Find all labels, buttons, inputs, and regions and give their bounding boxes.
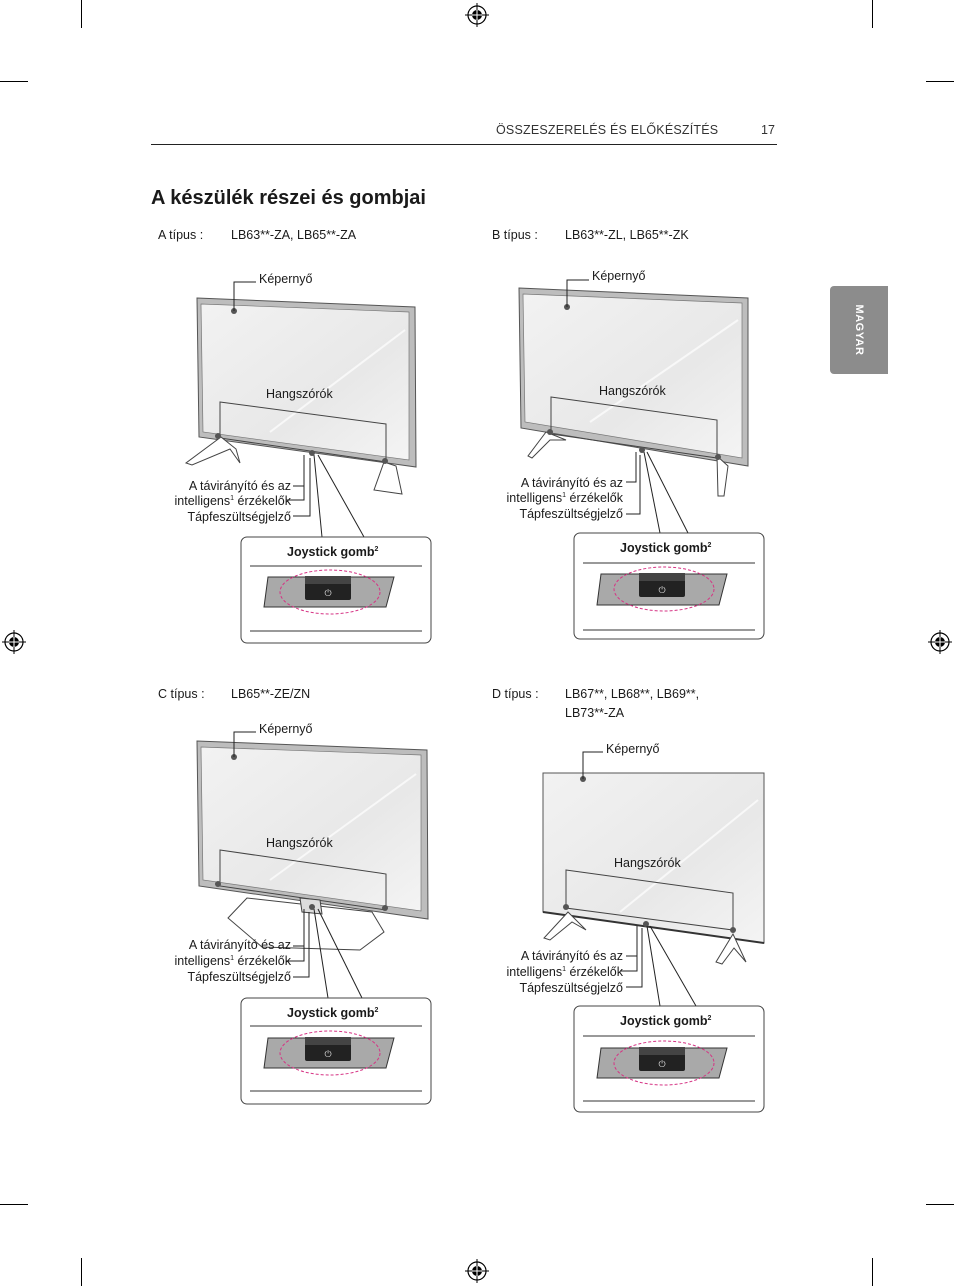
tv-d-illustration: ⏻	[542, 751, 765, 1113]
tv-d-power-label: Tápfeszültségjelző	[519, 981, 623, 995]
type-a-label: A típus :	[158, 228, 204, 242]
tv-a-remote-label: A távirányító és az	[188, 479, 291, 493]
tv-a-joystick-title: Joystick gomb2	[287, 545, 379, 559]
tv-b-screen-label: Képernyő	[592, 269, 646, 283]
tv-b-remote-label: A távirányító és az	[520, 476, 623, 490]
registration-mark-icon	[2, 630, 26, 654]
tv-c-joystick-title: Joystick gomb2	[287, 1006, 379, 1020]
registration-mark-icon	[928, 630, 952, 654]
tv-d-screen-label: Képernyő	[606, 742, 660, 756]
tv-c-speakers-label: Hangszórók	[266, 836, 333, 850]
svg-text:⏻: ⏻	[324, 1049, 331, 1060]
registration-mark-icon	[465, 3, 489, 27]
crop-mark	[0, 1204, 28, 1205]
section-header: ÖSSZESZERELÉS ÉS ELŐKÉSZÍTÉS	[496, 123, 719, 137]
tv-a-speakers-label: Hangszórók	[266, 387, 333, 401]
tv-c-screen-label: Képernyő	[259, 722, 313, 736]
tv-c-illustration: ⏻	[196, 731, 432, 1105]
tv-d-remote-label: A távirányító és az	[520, 949, 623, 963]
svg-text:⏻: ⏻	[658, 1059, 665, 1070]
page-number: 17	[761, 123, 775, 137]
tv-b-power-label: Tápfeszültségjelző	[519, 507, 623, 521]
tv-c-remote-label: A távirányító és az	[188, 938, 291, 952]
header-divider	[151, 144, 777, 145]
crop-mark	[0, 81, 28, 82]
tv-a-screen-label: Képernyő	[259, 272, 313, 286]
language-tab: MAGYAR	[830, 286, 888, 374]
type-a-models: LB63**-ZA, LB65**-ZA	[231, 228, 357, 242]
type-d-models: LB67**, LB68**, LB69**,	[565, 687, 700, 701]
svg-text:⏻: ⏻	[658, 585, 665, 596]
tv-b-illustration: ⏻	[518, 279, 765, 640]
tv-a-illustration: ⏻	[184, 281, 432, 644]
tv-b-sensor-label: intelligens1 érzékelők	[506, 491, 623, 505]
tv-d-joystick-title: Joystick gomb2	[620, 1014, 712, 1028]
registration-mark-icon	[465, 1259, 489, 1283]
svg-text:⏻: ⏻	[324, 588, 331, 599]
tv-a-power-label: Tápfeszültségjelző	[187, 510, 291, 524]
type-c-label: C típus :	[158, 687, 205, 701]
tv-b-speakers-label: Hangszórók	[599, 384, 666, 398]
tv-d-speakers-label: Hangszórók	[614, 856, 681, 870]
type-d-label: D típus :	[492, 687, 539, 701]
type-b-label: B típus :	[492, 228, 538, 242]
tv-c-power-label: Tápfeszültségjelző	[187, 970, 291, 984]
crop-mark	[81, 1258, 82, 1286]
crop-mark	[926, 1204, 954, 1205]
crop-mark	[872, 1258, 873, 1286]
type-c-models: LB65**-ZE/ZN	[231, 687, 311, 701]
crop-mark	[926, 81, 954, 82]
page-title: A készülék részei és gombjai	[151, 187, 426, 209]
crop-mark	[81, 0, 82, 28]
type-b-models: LB63**-ZL, LB65**-ZK	[565, 228, 689, 242]
tv-c-sensor-label: intelligens1 érzékelők	[174, 954, 291, 968]
crop-mark	[872, 0, 873, 28]
tv-d-sensor-label: intelligens1 érzékelők	[506, 965, 623, 979]
tv-a-sensor-label: intelligens1 érzékelők	[174, 494, 291, 508]
tv-b-joystick-title: Joystick gomb2	[620, 541, 712, 555]
type-d-models-line2: LB73**-ZA	[565, 706, 625, 720]
